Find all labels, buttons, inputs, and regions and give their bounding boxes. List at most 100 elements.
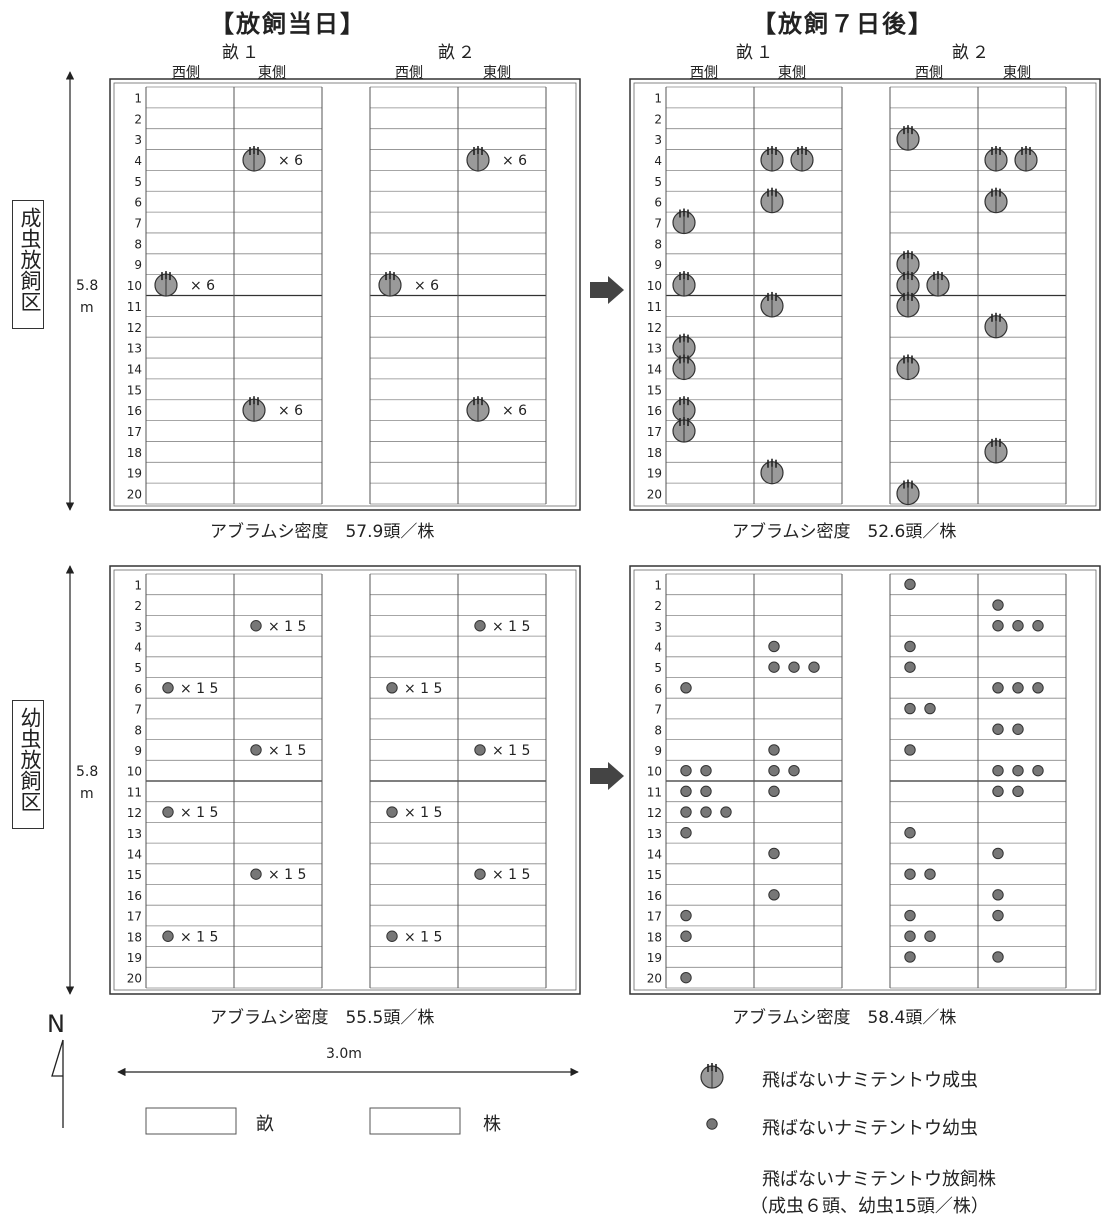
- larva-icon: [992, 682, 1004, 694]
- row-number: 3: [134, 133, 142, 147]
- row-number: 5: [134, 661, 142, 675]
- larva-icon: [904, 951, 916, 963]
- row-number: 15: [127, 868, 142, 882]
- larva-icon: [700, 785, 712, 798]
- row-number: 6: [134, 682, 142, 696]
- larva-icon: [700, 806, 712, 818]
- adult-beetle-icon: [1014, 145, 1038, 172]
- adult-beetle-icon: [672, 271, 696, 297]
- adult-beetle-icon: [896, 354, 920, 381]
- legend-larva-icon: [706, 1118, 718, 1130]
- width-value: 3.0m: [326, 1046, 362, 1062]
- larva-icon: [904, 578, 916, 591]
- larva-icon: [992, 785, 1004, 798]
- larva-icon: [992, 599, 1004, 611]
- legend-larva-label: 飛ばないナミテントウ幼虫: [762, 1118, 978, 1139]
- row-number: 11: [647, 785, 662, 799]
- larva-release-icon: [474, 620, 486, 632]
- larva-icon: [904, 827, 916, 839]
- row-number: 8: [654, 723, 662, 737]
- row-number: 7: [654, 217, 662, 231]
- larva-icon: [700, 764, 712, 777]
- adult-beetle-icon: [896, 125, 920, 151]
- legend-release-line1: 飛ばないナミテントウ放飼株: [762, 1169, 996, 1190]
- row-number: 20: [647, 488, 662, 502]
- larva-icon: [768, 785, 780, 798]
- row-number: 14: [647, 847, 662, 861]
- larva-icon: [768, 661, 780, 673]
- larva-icon: [680, 806, 692, 818]
- adult-release-icon: [466, 396, 490, 422]
- arrow-icon-top: [590, 276, 624, 304]
- larva-icon: [680, 827, 692, 839]
- row-number: 16: [127, 404, 142, 418]
- larva-icon: [768, 640, 780, 653]
- release-count-label: × 6: [502, 153, 527, 169]
- row-number: 19: [647, 951, 662, 965]
- row-number: 6: [654, 196, 662, 210]
- larva-icon: [1032, 620, 1044, 632]
- larva-icon: [904, 868, 916, 880]
- release-count-label: × 6: [190, 278, 215, 294]
- larva-icon: [992, 909, 1004, 922]
- larva-icon: [1012, 682, 1024, 694]
- row-number: 1: [654, 91, 662, 105]
- release-count-label: × 1 5: [268, 743, 306, 759]
- row-number: 20: [647, 972, 662, 986]
- row-number: 14: [647, 362, 662, 376]
- unit2-header-left: 畝２: [438, 43, 478, 63]
- row-number: 12: [647, 806, 662, 820]
- row-number: 19: [127, 467, 142, 481]
- larva-release-icon: [386, 930, 398, 942]
- release-count-label: × 1 5: [404, 929, 442, 945]
- row-number: 7: [654, 703, 662, 717]
- row-number: 1: [134, 578, 142, 592]
- larva-icon: [680, 909, 692, 922]
- larva-icon: [1032, 682, 1044, 694]
- adult-beetle-icon: [672, 396, 696, 422]
- row-number: 13: [647, 827, 662, 841]
- row-number: 17: [647, 910, 662, 924]
- larva-icon: [904, 930, 916, 942]
- adult-beetle-icon: [760, 187, 784, 214]
- larva-icon: [680, 930, 692, 942]
- legend-ridge-box: [145, 1107, 237, 1135]
- release-count-label: × 1 5: [180, 681, 218, 697]
- row-number: 9: [134, 744, 142, 758]
- row-number: 15: [127, 383, 142, 397]
- west-label-4: 西側: [915, 65, 943, 81]
- larva-icon: [924, 930, 936, 942]
- row-number: 15: [647, 383, 662, 397]
- larva-icon: [1012, 764, 1024, 777]
- row-number: 9: [654, 744, 662, 758]
- row-number: 16: [647, 889, 662, 903]
- east-label-1: 東側: [258, 65, 286, 81]
- release-count-label: × 1 5: [492, 743, 530, 759]
- density-adult-day0: アブラムシ密度 57.9頭／株: [210, 522, 435, 542]
- adult-release-icon: [242, 145, 266, 172]
- adult-beetle-icon: [984, 145, 1008, 172]
- north-arrow-icon: [51, 1039, 64, 1128]
- larva-zone-text: 幼虫放飼区: [18, 707, 42, 812]
- adult-beetle-icon: [896, 479, 920, 506]
- row-number: 12: [127, 806, 142, 820]
- row-number: 4: [654, 640, 662, 654]
- larva-icon: [904, 640, 916, 653]
- density-larva-day7: アブラムシ密度 58.4頭／株: [732, 1008, 957, 1028]
- larva-icon: [992, 951, 1004, 963]
- row-number: 15: [647, 868, 662, 882]
- row-number: 14: [127, 847, 142, 861]
- row-number: 11: [647, 300, 662, 314]
- larva-release-icon: [250, 620, 262, 632]
- larva-icon: [788, 764, 800, 777]
- larva-icon: [904, 661, 916, 673]
- adult-release-icon: [466, 145, 490, 172]
- larva-icon: [768, 764, 780, 777]
- release-count-label: × 1 5: [180, 805, 218, 821]
- row-number: 10: [647, 279, 662, 293]
- row-number: 11: [127, 785, 142, 799]
- release-count-label: × 1 5: [180, 929, 218, 945]
- east-label-3: 東側: [778, 65, 806, 81]
- row-number: 18: [127, 930, 142, 944]
